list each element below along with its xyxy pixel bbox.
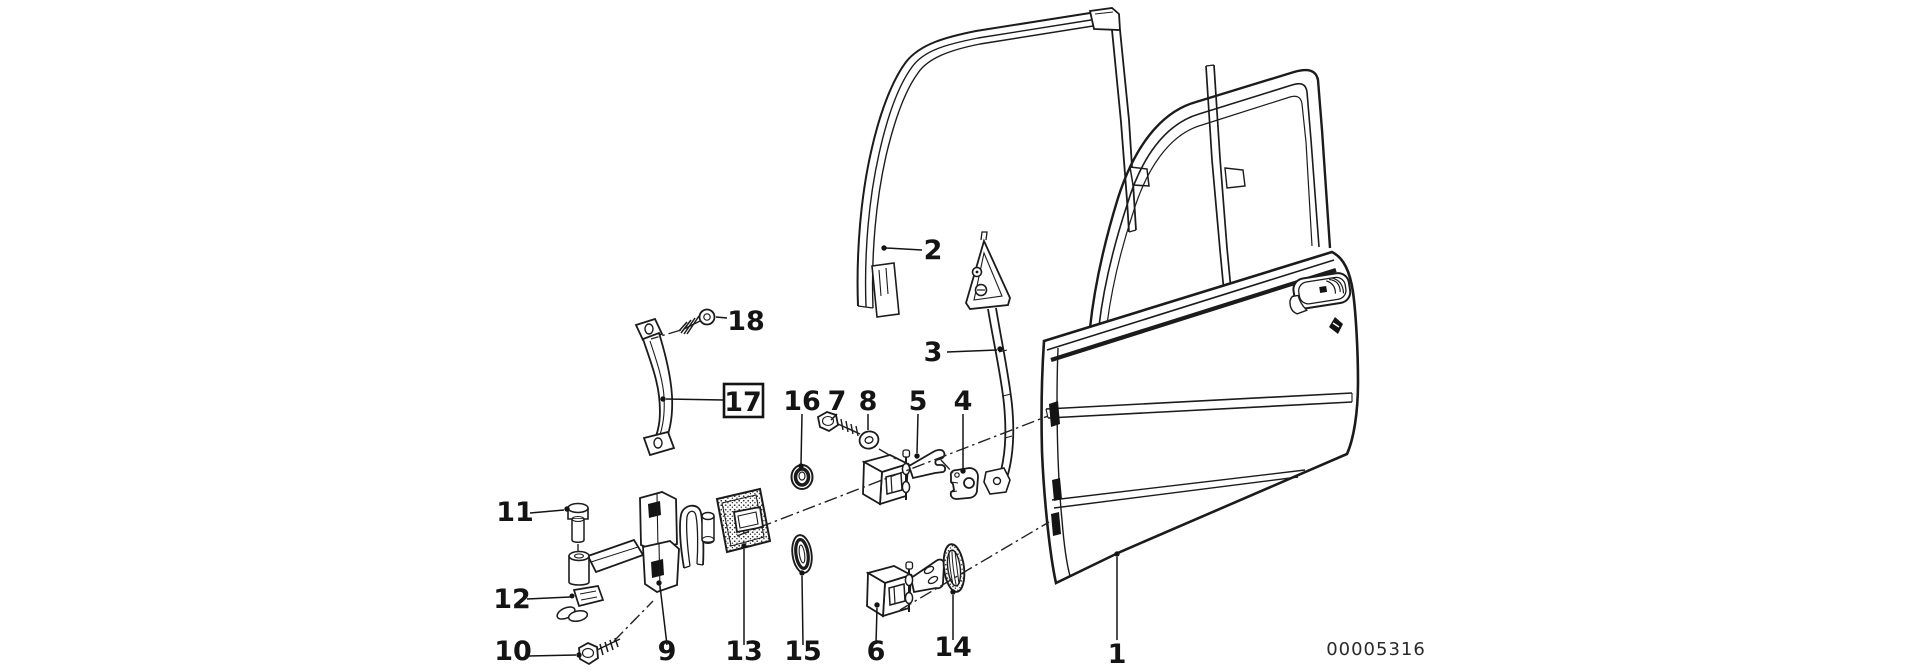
part-window-guide-channel — [965, 231, 1015, 495]
assembly-axis-lines — [577, 329, 1050, 642]
part-lower-hinge-6 — [865, 558, 945, 618]
part-hinge-plate-4 — [949, 467, 979, 500]
part-check-strap-assembly — [568, 491, 715, 593]
part-pad-14 — [942, 543, 966, 593]
callout-9: 9 — [658, 636, 677, 667]
part-upper-hinge-5 — [861, 449, 947, 506]
callout-7: 7 — [828, 386, 847, 417]
callout-16: 16 — [783, 386, 821, 417]
callout-leaders — [526, 245, 1120, 658]
callout-2: 2 — [924, 235, 943, 266]
part-bracket-17 — [634, 317, 676, 457]
callout-15: 15 — [784, 636, 822, 667]
part-screw-18 — [678, 308, 716, 335]
callout-1: 1 — [1108, 639, 1127, 670]
part-clip-12 — [556, 585, 605, 623]
part-gasket-13 — [715, 487, 772, 554]
callout-14: 14 — [934, 632, 972, 663]
callout-18: 18 — [727, 306, 765, 337]
callout-8: 8 — [859, 386, 878, 417]
callout-4: 4 — [954, 386, 973, 417]
door-glass-guide-strip — [1205, 64, 1246, 303]
callout-6: 6 — [867, 636, 886, 667]
callout-13: 13 — [725, 636, 763, 667]
callout-labels: 1 2 3 4 5 6 7 8 9 10 11 12 13 14 15 16 1… — [493, 235, 1426, 670]
callout-12: 12 — [493, 584, 531, 615]
part-pin-11 — [567, 502, 589, 543]
part-window-frame-seal — [856, 7, 1150, 318]
callout-17-box — [722, 382, 765, 419]
callout-3: 3 — [924, 337, 943, 368]
part-bolt-7 — [816, 411, 861, 437]
door-handle — [1289, 272, 1352, 315]
document-number: 00005316 — [1326, 639, 1426, 660]
part-grommet-16 — [790, 464, 814, 490]
part-door-panel — [1040, 64, 1360, 585]
door-lock-grommet — [1329, 317, 1343, 334]
callout-17: 17 — [724, 387, 762, 418]
callout-11: 11 — [496, 497, 534, 528]
part-washer-8 — [858, 430, 880, 450]
callout-10: 10 — [494, 636, 532, 667]
part-bolt-10 — [578, 637, 621, 666]
callout-5: 5 — [909, 386, 928, 417]
part-grommet-15 — [791, 534, 813, 574]
